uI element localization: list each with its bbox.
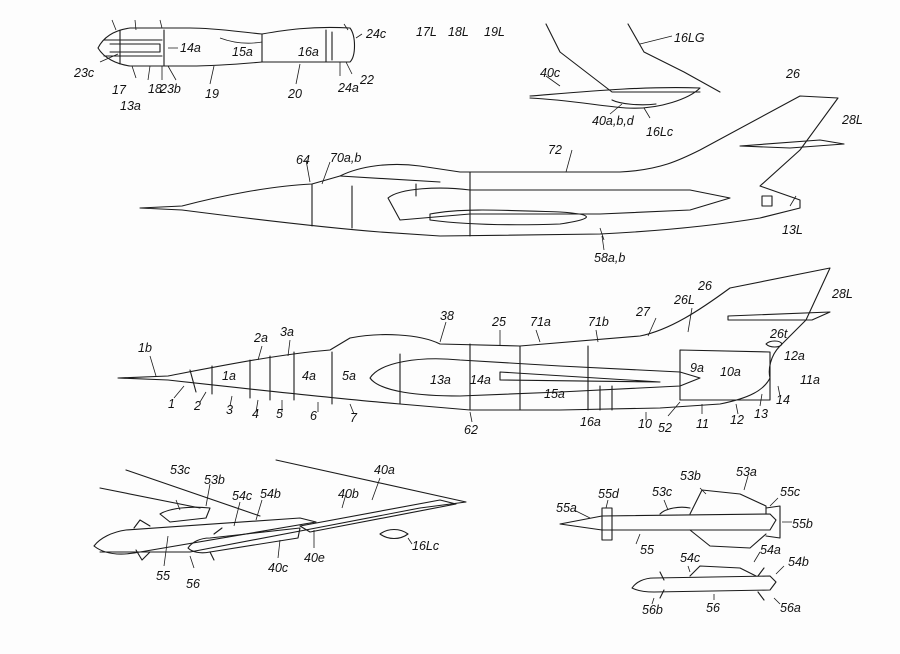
label-56a: 56a xyxy=(780,601,801,615)
aircraft-upper-side-view xyxy=(139,95,845,251)
label-40abd: 40a,b,d xyxy=(592,114,635,128)
label-15a: 15a xyxy=(232,45,253,59)
wing-tank-view xyxy=(529,23,721,119)
label-71a: 71a xyxy=(530,315,551,329)
label-58ab: 58a,b xyxy=(594,251,625,265)
label-55-right: 55 xyxy=(640,543,654,557)
label-10: 10 xyxy=(638,417,652,431)
label-14: 14 xyxy=(776,393,790,407)
label-56-right: 56 xyxy=(706,601,720,615)
label-4a: 4a xyxy=(302,369,316,383)
label-26t: 26t xyxy=(769,327,788,341)
label-54a: 54a xyxy=(760,543,781,557)
label-53c: 53c xyxy=(170,463,191,477)
label-13: 13 xyxy=(754,407,768,421)
label-11: 11 xyxy=(696,417,709,431)
label-19: 19 xyxy=(205,87,219,101)
label-12: 12 xyxy=(730,413,744,427)
label-40e: 40e xyxy=(304,551,325,565)
label-19L: 19L xyxy=(484,25,505,39)
label-17: 17 xyxy=(112,83,127,97)
label-26L: 26L xyxy=(673,293,695,307)
label-28L-upper: 28L xyxy=(841,113,863,127)
pylon-detail-view xyxy=(97,19,363,85)
label-1: 1 xyxy=(168,397,175,411)
label-54b-right: 54b xyxy=(788,555,809,569)
label-25: 25 xyxy=(491,315,506,329)
label-40c: 40c xyxy=(540,66,561,80)
label-2: 2 xyxy=(193,399,201,413)
label-22: 22 xyxy=(359,73,374,87)
label-38: 38 xyxy=(440,309,454,323)
label-14a: 14a xyxy=(470,373,491,387)
label-40c: 40c xyxy=(268,561,289,575)
label-12a: 12a xyxy=(784,349,805,363)
label-1b: 1b xyxy=(138,341,152,355)
label-71b: 71b xyxy=(588,315,609,329)
label-5: 5 xyxy=(276,407,283,421)
label-3a: 3a xyxy=(280,325,294,339)
label-54b: 54b xyxy=(260,487,281,501)
label-54c: 54c xyxy=(232,489,253,503)
label-55b: 55b xyxy=(792,517,813,531)
label-13a: 13a xyxy=(430,373,451,387)
label-14a: 14a xyxy=(180,41,201,55)
label-70ab: 70a,b xyxy=(330,151,361,165)
label-9a: 9a xyxy=(690,361,704,375)
label-55d: 55d xyxy=(598,487,620,501)
label-16a: 16a xyxy=(298,45,319,59)
label-55-wing: 55 xyxy=(156,569,170,583)
label-26: 26 xyxy=(697,279,712,293)
label-40b: 40b xyxy=(338,487,359,501)
label-23b: 23b xyxy=(159,82,181,96)
label-27: 27 xyxy=(635,305,651,319)
label-54c-right: 54c xyxy=(680,551,701,565)
label-62: 62 xyxy=(464,423,478,437)
label-13a: 13a xyxy=(120,99,141,113)
label-16a: 16a xyxy=(580,415,601,429)
label-53a: 53a xyxy=(736,465,757,479)
label-17L: 17L xyxy=(416,25,437,39)
wing-missile-view xyxy=(93,459,467,569)
label-24a: 24a xyxy=(337,81,359,95)
label-53b-right: 53b xyxy=(680,469,701,483)
label-5a: 5a xyxy=(342,369,356,383)
label-13L: 13L xyxy=(782,223,803,237)
label-53b: 53b xyxy=(204,473,225,487)
label-16Lc: 16Lc xyxy=(412,539,440,553)
label-3: 3 xyxy=(226,403,233,417)
label-6: 6 xyxy=(310,409,317,423)
label-55a: 55a xyxy=(556,501,577,515)
label-18L: 18L xyxy=(448,25,469,39)
aircraft-stations-view xyxy=(117,267,831,423)
label-2a: 2a xyxy=(253,331,268,345)
label-56-wing: 56 xyxy=(186,577,200,591)
label-16LG: 16LG xyxy=(674,31,705,45)
label-7: 7 xyxy=(350,411,358,425)
label-1a: 1a xyxy=(222,369,236,383)
label-56b: 56b xyxy=(642,603,663,617)
label-11a: 11a xyxy=(800,373,820,387)
label-64: 64 xyxy=(296,153,310,167)
label-55c: 55c xyxy=(780,485,801,499)
label-72: 72 xyxy=(548,143,562,157)
label-40a: 40a xyxy=(374,463,395,477)
label-20: 20 xyxy=(287,87,302,101)
label-53c-right: 53c xyxy=(652,485,673,499)
label-10a: 10a xyxy=(720,365,741,379)
label-16Lc: 16Lc xyxy=(646,125,674,139)
label-23c: 23c xyxy=(73,66,95,80)
label-18: 18 xyxy=(148,82,162,96)
label-26-upper: 26 xyxy=(785,67,800,81)
label-4: 4 xyxy=(252,407,259,421)
missile-detail-view xyxy=(559,475,792,605)
label-15a: 15a xyxy=(544,387,565,401)
label-52: 52 xyxy=(658,421,672,435)
label-24c: 24c xyxy=(365,27,387,41)
label-28L: 28L xyxy=(831,287,853,301)
